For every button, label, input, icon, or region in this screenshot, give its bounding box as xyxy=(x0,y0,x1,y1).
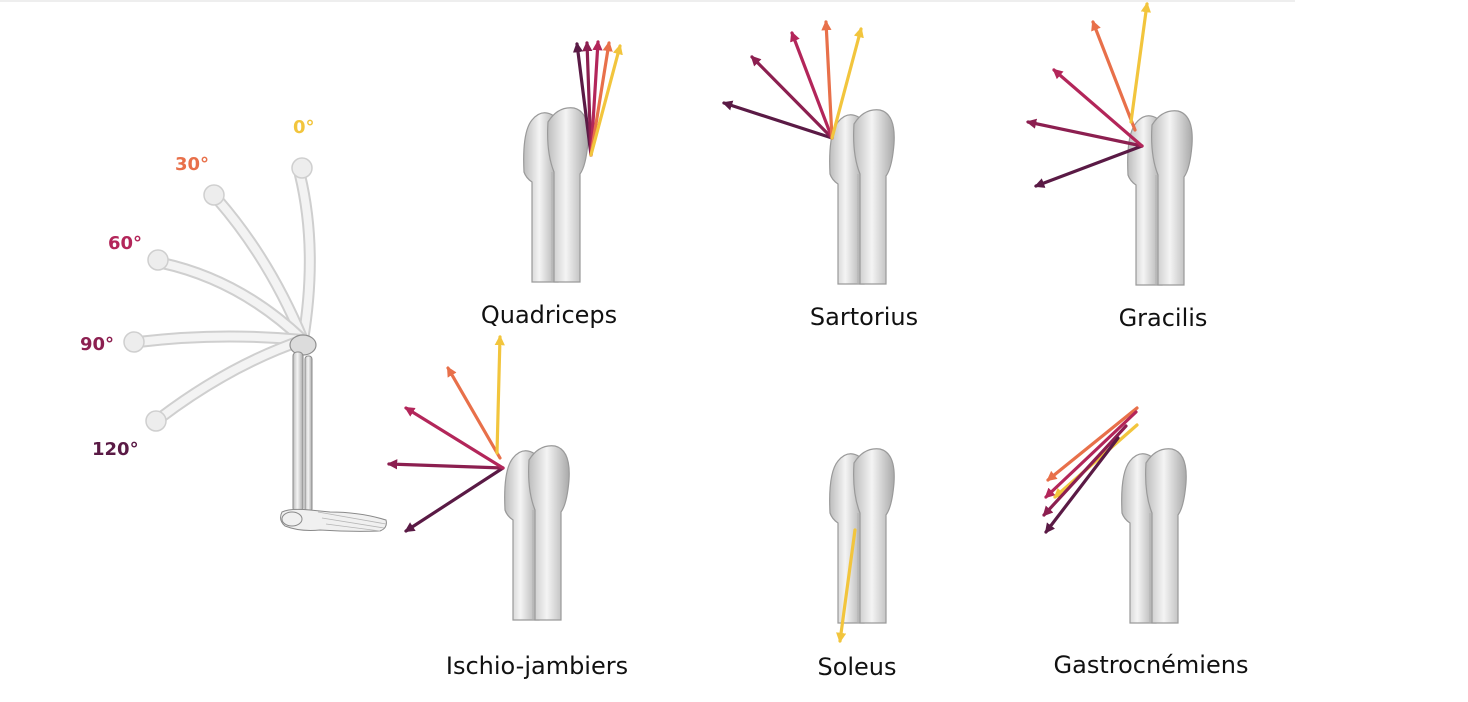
arrow-soleus-0 xyxy=(836,528,857,644)
arrow-sartorius-0 xyxy=(830,27,864,140)
arrow-gracilis-30 xyxy=(1091,20,1137,132)
arrows-ischio-jambiers xyxy=(386,334,505,533)
arrow-gastrocnemiens-0 xyxy=(1053,423,1139,499)
angle-label-30: 30° xyxy=(175,154,209,175)
knee-joint xyxy=(289,334,317,356)
arrow-quadriceps-60 xyxy=(589,39,603,157)
arrow-sartorius-90 xyxy=(750,55,834,140)
knee-bone-sartorius xyxy=(829,109,895,285)
arrow-ischio-jambiers-90 xyxy=(386,459,505,470)
knee-bone-soleus xyxy=(829,448,895,624)
knee-bone-gastrocnemiens xyxy=(1121,448,1187,624)
arrow-quadriceps-30 xyxy=(589,40,613,157)
foot-bones xyxy=(280,508,387,532)
arrows-gracilis xyxy=(1025,1,1151,188)
muscle-label-quadriceps: Quadriceps xyxy=(481,301,617,329)
arrow-quadriceps-120 xyxy=(572,41,593,157)
angle-label-120: 120° xyxy=(92,439,139,460)
arrow-gracilis-120 xyxy=(1034,144,1144,188)
arrow-gastrocnemiens-120 xyxy=(1044,436,1120,534)
arrow-gastrocnemiens-90 xyxy=(1042,424,1128,517)
femur-120-deg xyxy=(145,334,309,432)
muscle-label-soleus: Soleus xyxy=(817,653,896,681)
femur-90-deg xyxy=(123,330,309,353)
arrows-soleus xyxy=(836,528,857,644)
lower-leg-bones xyxy=(292,351,313,513)
arrow-gastrocnemiens-60 xyxy=(1044,410,1138,499)
muscle-label-ischio-jambiers: Ischio-jambiers xyxy=(446,652,628,680)
knee-bone-gracilis xyxy=(1127,110,1193,286)
knee-bone-ischio-jambiers xyxy=(504,445,570,621)
arrow-quadriceps-0 xyxy=(589,44,623,157)
muscle-label-gastrocnemiens: Gastrocnémiens xyxy=(1054,651,1249,679)
arrow-ischio-jambiers-120 xyxy=(404,466,505,533)
arrow-gracilis-60 xyxy=(1052,68,1144,148)
femur-60-deg xyxy=(147,249,309,346)
angle-label-90: 90° xyxy=(80,334,114,355)
arrow-sartorius-120 xyxy=(722,100,834,140)
angle-label-0: 0° xyxy=(293,117,315,138)
arrow-quadriceps-90 xyxy=(582,40,593,157)
arrows-quadriceps xyxy=(572,39,623,157)
flexion-leg-figure: 0° 30° 60° 90° 120° xyxy=(80,117,387,532)
arrows-gastrocnemiens xyxy=(1042,406,1139,534)
angle-label-60: 60° xyxy=(108,233,142,254)
muscle-label-sartorius: Sartorius xyxy=(810,303,918,331)
arrow-gastrocnemiens-30 xyxy=(1046,406,1139,482)
muscle-label-gracilis: Gracilis xyxy=(1119,304,1208,332)
arrow-ischio-jambiers-0 xyxy=(494,334,505,455)
femur-0-deg xyxy=(291,157,316,346)
femur-30-deg xyxy=(203,184,309,346)
arrow-sartorius-60 xyxy=(790,31,834,140)
top-divider xyxy=(0,0,1295,2)
femur-positions xyxy=(123,157,316,432)
knee-bone-quadriceps xyxy=(523,107,589,283)
arrows-sartorius xyxy=(722,19,864,140)
arrow-ischio-jambiers-30 xyxy=(446,366,502,460)
arrow-gracilis-0 xyxy=(1129,1,1151,124)
arrow-gracilis-90 xyxy=(1025,118,1144,148)
arrow-ischio-jambiers-60 xyxy=(404,406,505,470)
arrow-sartorius-30 xyxy=(821,19,834,140)
